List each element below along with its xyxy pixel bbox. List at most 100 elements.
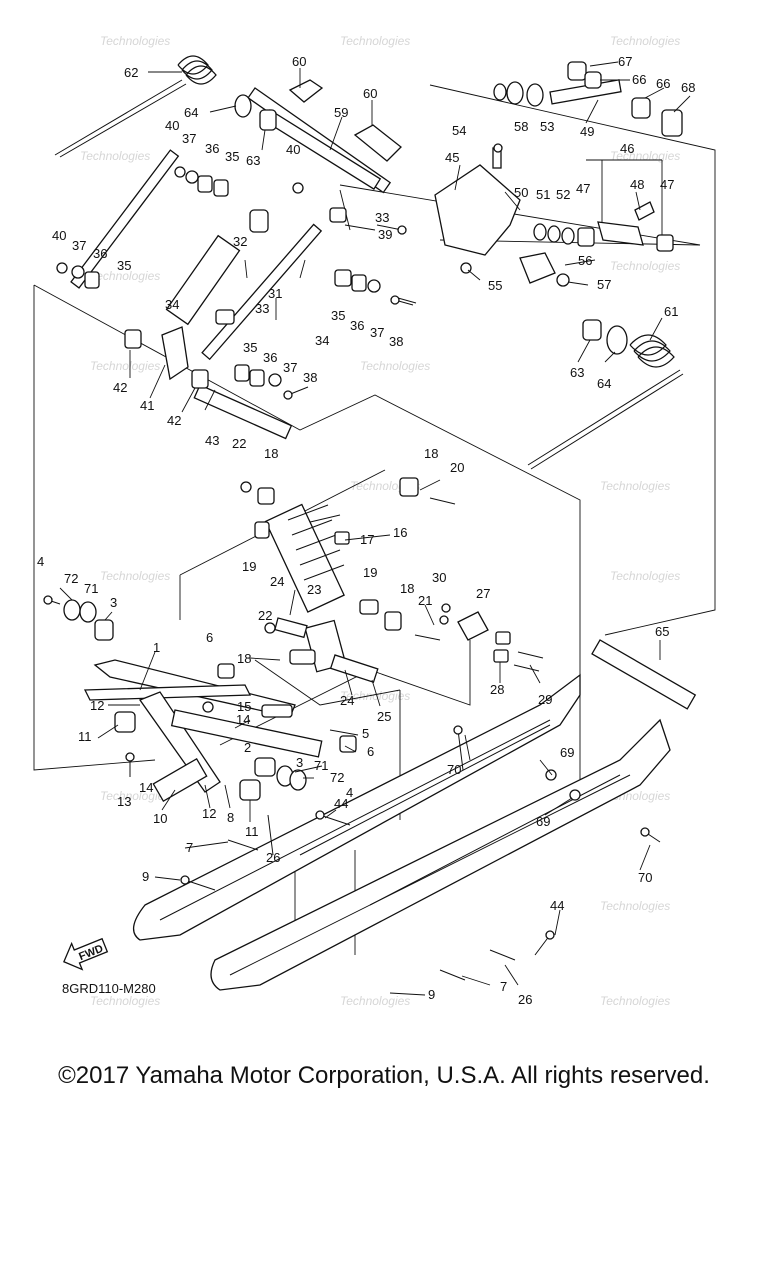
front-arm-assembly xyxy=(63,599,357,803)
callout-42: 42 xyxy=(113,380,127,395)
collar-32 xyxy=(249,209,269,233)
callout-14: 14 xyxy=(139,780,153,795)
fwd-arrow: FWD xyxy=(63,937,109,971)
upper-arm-assembly xyxy=(54,55,417,440)
upper-shaft xyxy=(262,109,382,190)
callout-14: 14 xyxy=(236,712,250,727)
callout-16: 16 xyxy=(393,525,407,540)
callout-37: 37 xyxy=(182,131,196,146)
callout-28: 28 xyxy=(490,682,504,697)
watermark: Technologies xyxy=(100,789,170,803)
rail-upper xyxy=(133,673,581,941)
callout-26: 26 xyxy=(518,992,532,1007)
callout-30: 30 xyxy=(432,570,446,585)
callout-18: 18 xyxy=(264,446,278,461)
callout-3: 3 xyxy=(110,595,117,610)
link-27 xyxy=(457,611,489,641)
callout-35: 35 xyxy=(225,149,239,164)
bushing-42-a xyxy=(124,329,142,349)
callout-26: 26 xyxy=(266,850,280,865)
callout-37: 37 xyxy=(370,325,384,340)
watermark: Technologies xyxy=(340,34,410,48)
watermark: Technologies xyxy=(610,34,680,48)
callout-52: 52 xyxy=(556,187,570,202)
callout-22: 22 xyxy=(232,436,246,451)
callout-32: 32 xyxy=(233,234,247,249)
callout-5: 5 xyxy=(362,726,369,741)
callout-39: 39 xyxy=(378,227,392,242)
callout-27: 27 xyxy=(476,586,490,601)
fwd-label: FWD xyxy=(77,943,105,964)
callout-56: 56 xyxy=(578,253,592,268)
diagram-code: 8GRD110-M280 xyxy=(62,981,156,996)
callout-31: 31 xyxy=(268,286,282,301)
callout-70: 70 xyxy=(447,762,461,777)
callout-6: 6 xyxy=(206,630,213,645)
callout-6: 6 xyxy=(367,744,374,759)
callout-10: 10 xyxy=(153,811,167,826)
clamp-46 xyxy=(597,221,644,246)
shaft-2 xyxy=(170,709,323,758)
watermark: Technologies xyxy=(610,149,680,163)
torsion-spring-right xyxy=(629,334,675,368)
watermark: Technologies xyxy=(80,149,150,163)
callout-18: 18 xyxy=(424,446,438,461)
callout-17: 17 xyxy=(360,532,374,547)
callout-36: 36 xyxy=(263,350,277,365)
callout-47: 47 xyxy=(660,177,674,192)
callout-66: 66 xyxy=(656,76,670,91)
watermark: Technologies xyxy=(610,569,680,583)
callout-60: 60 xyxy=(292,54,306,69)
shock-absorber xyxy=(264,503,345,613)
callout-63: 63 xyxy=(570,365,584,380)
callout-40: 40 xyxy=(52,228,66,243)
callout-44: 44 xyxy=(334,796,348,811)
callout-11: 11 xyxy=(78,729,92,744)
rail-bar-65 xyxy=(591,639,697,710)
callout-12: 12 xyxy=(90,698,104,713)
callout-62: 62 xyxy=(124,65,138,80)
callout-68: 68 xyxy=(681,80,695,95)
callout-20: 20 xyxy=(450,460,464,475)
callout-36: 36 xyxy=(93,246,107,261)
callout-51: 51 xyxy=(536,187,550,202)
pivot-bracket-45 xyxy=(434,164,521,256)
callout-69: 69 xyxy=(560,745,574,760)
callout-57: 57 xyxy=(597,277,611,292)
shock-body-31 xyxy=(165,234,241,326)
bushing-42-b xyxy=(191,369,209,389)
callout-22: 22 xyxy=(258,608,272,623)
leader-lines xyxy=(59,61,691,996)
callout-38: 38 xyxy=(303,370,317,385)
watermark: Technologies xyxy=(600,479,670,493)
rail-lower xyxy=(210,718,671,991)
callout-9: 9 xyxy=(428,987,435,1002)
callout-38: 38 xyxy=(389,334,403,349)
watermark: Technologies xyxy=(610,259,680,273)
callout-54: 54 xyxy=(452,123,466,138)
bracket-41 xyxy=(161,326,189,381)
callout-9: 9 xyxy=(142,869,149,884)
callout-35: 35 xyxy=(243,340,257,355)
callout-33: 33 xyxy=(375,210,389,225)
callout-70: 70 xyxy=(638,870,652,885)
callout-35: 35 xyxy=(117,258,131,273)
callout-40: 40 xyxy=(165,118,179,133)
watermark: Technologies xyxy=(90,269,160,283)
washer-64-top xyxy=(234,94,252,118)
shock-assembly xyxy=(240,477,511,684)
callout-55: 55 xyxy=(488,278,502,293)
callout-37: 37 xyxy=(72,238,86,253)
callout-7: 7 xyxy=(500,979,507,994)
bushing-18-top xyxy=(399,477,419,497)
callout-8: 8 xyxy=(227,810,234,825)
callout-61: 61 xyxy=(664,304,678,319)
callout-42: 42 xyxy=(167,413,181,428)
callout-18: 18 xyxy=(237,651,251,666)
callout-44: 44 xyxy=(550,898,564,913)
callout-40: 40 xyxy=(286,142,300,157)
callout-37: 37 xyxy=(283,360,297,375)
shaft-cap-2 xyxy=(353,124,402,162)
slide-rails xyxy=(133,639,697,991)
callout-66: 66 xyxy=(632,72,646,87)
